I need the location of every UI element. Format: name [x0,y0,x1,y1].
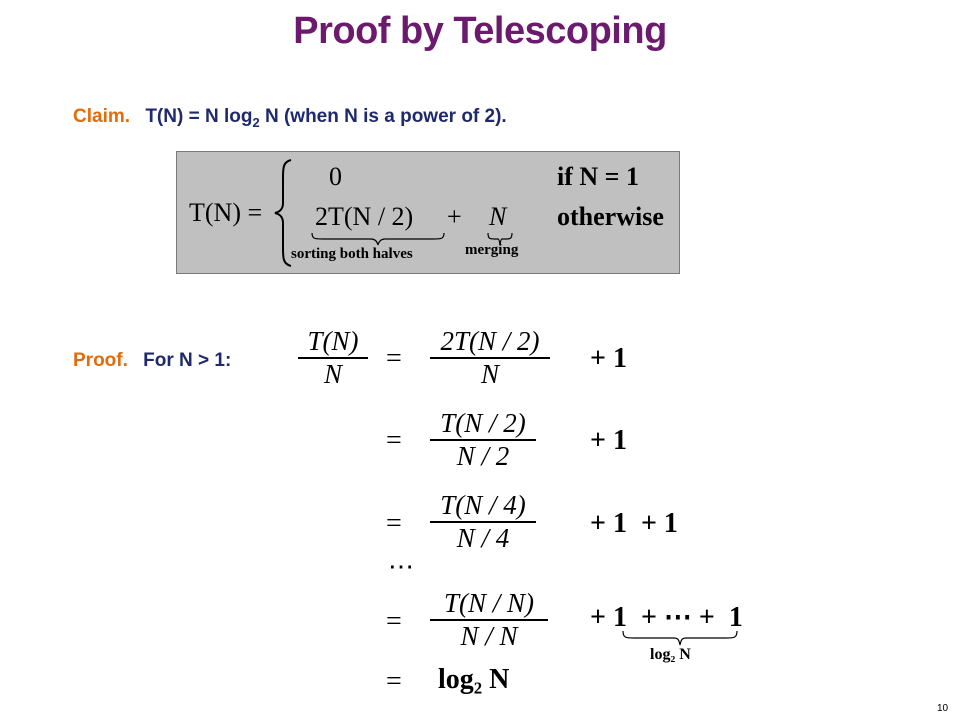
claim-label: Claim. [73,106,131,127]
equals-sign: = [386,606,402,637]
row-numerator: T(N / 4) [440,490,526,520]
proof-label: Proof. [73,350,128,371]
claim-line: Claim. T(N) = N log2 N (when N is a powe… [73,106,507,130]
underbrace-log [622,630,738,646]
sorting-label: sorting both halves [291,246,413,262]
proof-text: For N > 1: [143,350,232,371]
fraction-bar [430,357,550,359]
row-denominator: N / 2 [456,440,510,471]
left-brace [274,159,292,267]
fraction-bar [298,357,368,359]
merging-label: merging [465,242,519,258]
claim-text-after: N (when N is a power of 2). [259,106,507,127]
case1-value: 0 [329,162,342,191]
row-fraction: 2T(N / 2) N [430,326,550,390]
row-tail: + 1 [590,343,627,374]
lhs-numerator: T(N) [307,326,359,356]
row-fraction: T(N / 2) N / 2 [430,408,536,472]
page-number: 10 [937,703,949,714]
slide-title: Proof by Telescoping [293,10,667,52]
row-fraction: T(N / N) N / N [430,588,548,652]
underbrace-merging [487,232,513,246]
row-numerator: T(N / N) [443,588,535,618]
case2-condition: otherwise [557,202,664,231]
case2-value: 2T(N / 2) [315,202,414,231]
underbrace-sorting [311,232,445,246]
lhs-fraction: T(N) N [298,326,368,390]
row-tail: + 1 [590,425,627,456]
row-tail: + 1 + ⋯ + 1 [590,602,743,633]
case1-condition: if N = 1 [557,162,639,191]
fraction-bar [430,619,548,621]
merge-term: N [489,202,507,231]
plus-sign: + [447,202,462,231]
recurrence-lhs: T(N) = [189,198,263,227]
fraction-bar [430,439,536,441]
recurrence-box: T(N) = 0 if N = 1 2T(N / 2) + N otherwis… [176,151,680,274]
fraction-bar [430,521,536,523]
vertical-ellipsis: ⋯ [388,552,414,581]
equals-sign: = [386,666,402,697]
row-fraction: T(N / 4) N / 4 [430,490,536,554]
row-denominator: N [480,358,499,389]
equals-sign: = [386,343,402,374]
final-value: log₂ N [438,664,510,695]
equals-sign: = [386,508,402,539]
row-numerator: T(N / 2) [440,408,526,438]
row-denominator: N / 4 [456,522,510,553]
equals-sign: = [386,425,402,456]
row-tail: + 1 + 1 [590,508,678,539]
proof-line: Proof. For N > 1: [73,350,231,372]
log-brace-label: log₂ N [650,646,691,663]
claim-subscript: 2 [252,115,260,130]
row-denominator: N / N [460,620,518,651]
claim-text-before: T(N) = N log [145,106,253,127]
lhs-denominator: N [323,358,342,389]
row-numerator: 2T(N / 2) [440,326,540,356]
